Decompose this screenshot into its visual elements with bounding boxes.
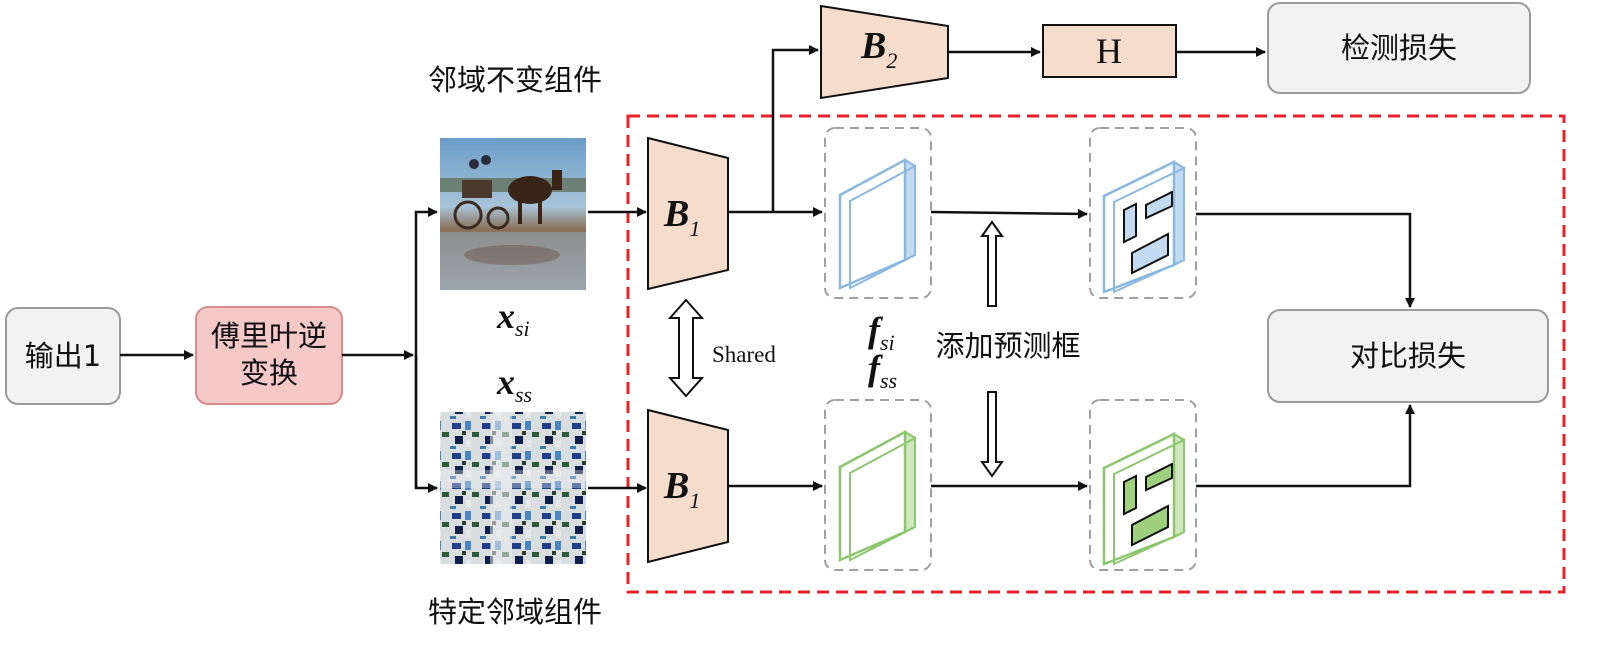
- svg-text:B2: B2: [860, 25, 897, 73]
- arrow-split-to-specific: [414, 355, 438, 493]
- shared-region-dashed-border: [626, 114, 1566, 594]
- detection-loss-label: 检测损失: [1341, 31, 1457, 65]
- f-si-label: fsi: [868, 310, 895, 355]
- shared-double-arrow: [667, 298, 705, 398]
- encoder-b2: B2: [820, 4, 949, 100]
- feature-map-green: [837, 429, 918, 562]
- feature-map-blue: [837, 157, 918, 290]
- add-box-down-arrow: [980, 391, 1004, 478]
- x-si-label: xsi: [496, 296, 530, 341]
- box-container-bottom: [1089, 399, 1197, 571]
- feature-map-green-with-boxes: [1101, 432, 1187, 566]
- encoder-b1-bottom: B1: [647, 408, 729, 564]
- encoder-b1-top: B1: [647, 136, 729, 291]
- arrow-blue-boxes-to-contrastive-loss: [1196, 212, 1415, 308]
- svg-text:B1: B1: [663, 193, 700, 241]
- contrastive-loss-node: 对比损失: [1267, 309, 1549, 403]
- invariant-image: [440, 138, 586, 290]
- svg-text:B1: B1: [663, 465, 700, 513]
- feature-container-bottom: [824, 399, 932, 571]
- x-ss-label: xss: [496, 362, 532, 407]
- feature-container-top: [824, 127, 932, 299]
- f-ss-label: fss: [868, 348, 897, 393]
- specific-image: [440, 412, 586, 564]
- box-container-top: [1089, 127, 1197, 299]
- arrow-b1-to-b2: [771, 45, 819, 212]
- svg-text:H: H: [1096, 31, 1122, 71]
- detection-loss-node: 检测损失: [1267, 2, 1531, 94]
- add-prediction-box-label: 添加预测框: [935, 329, 1080, 363]
- inverse-fourier-node: 傅里叶逆 变换: [195, 306, 343, 405]
- output-node: 输出1: [5, 307, 121, 405]
- output-label: 输出1: [25, 339, 101, 373]
- fourier-label-line2: 变换: [240, 356, 298, 390]
- contrastive-loss-label: 对比损失: [1350, 339, 1466, 373]
- shared-label: Shared: [712, 342, 776, 367]
- fourier-label-line1: 傅里叶逆: [211, 319, 327, 353]
- invariant-component-label: 邻域不变组件: [428, 63, 602, 97]
- arrow-feature-blue-to-boxes: [930, 208, 1088, 219]
- add-box-up-arrow: [980, 220, 1004, 307]
- feature-map-blue-with-boxes: [1101, 160, 1187, 294]
- arrow-green-boxes-to-contrastive-loss: [1196, 404, 1415, 488]
- specific-component-label: 特定邻域组件: [428, 595, 602, 629]
- arrow-split-to-invariant: [414, 207, 438, 488]
- head-node: H: [1042, 24, 1177, 78]
